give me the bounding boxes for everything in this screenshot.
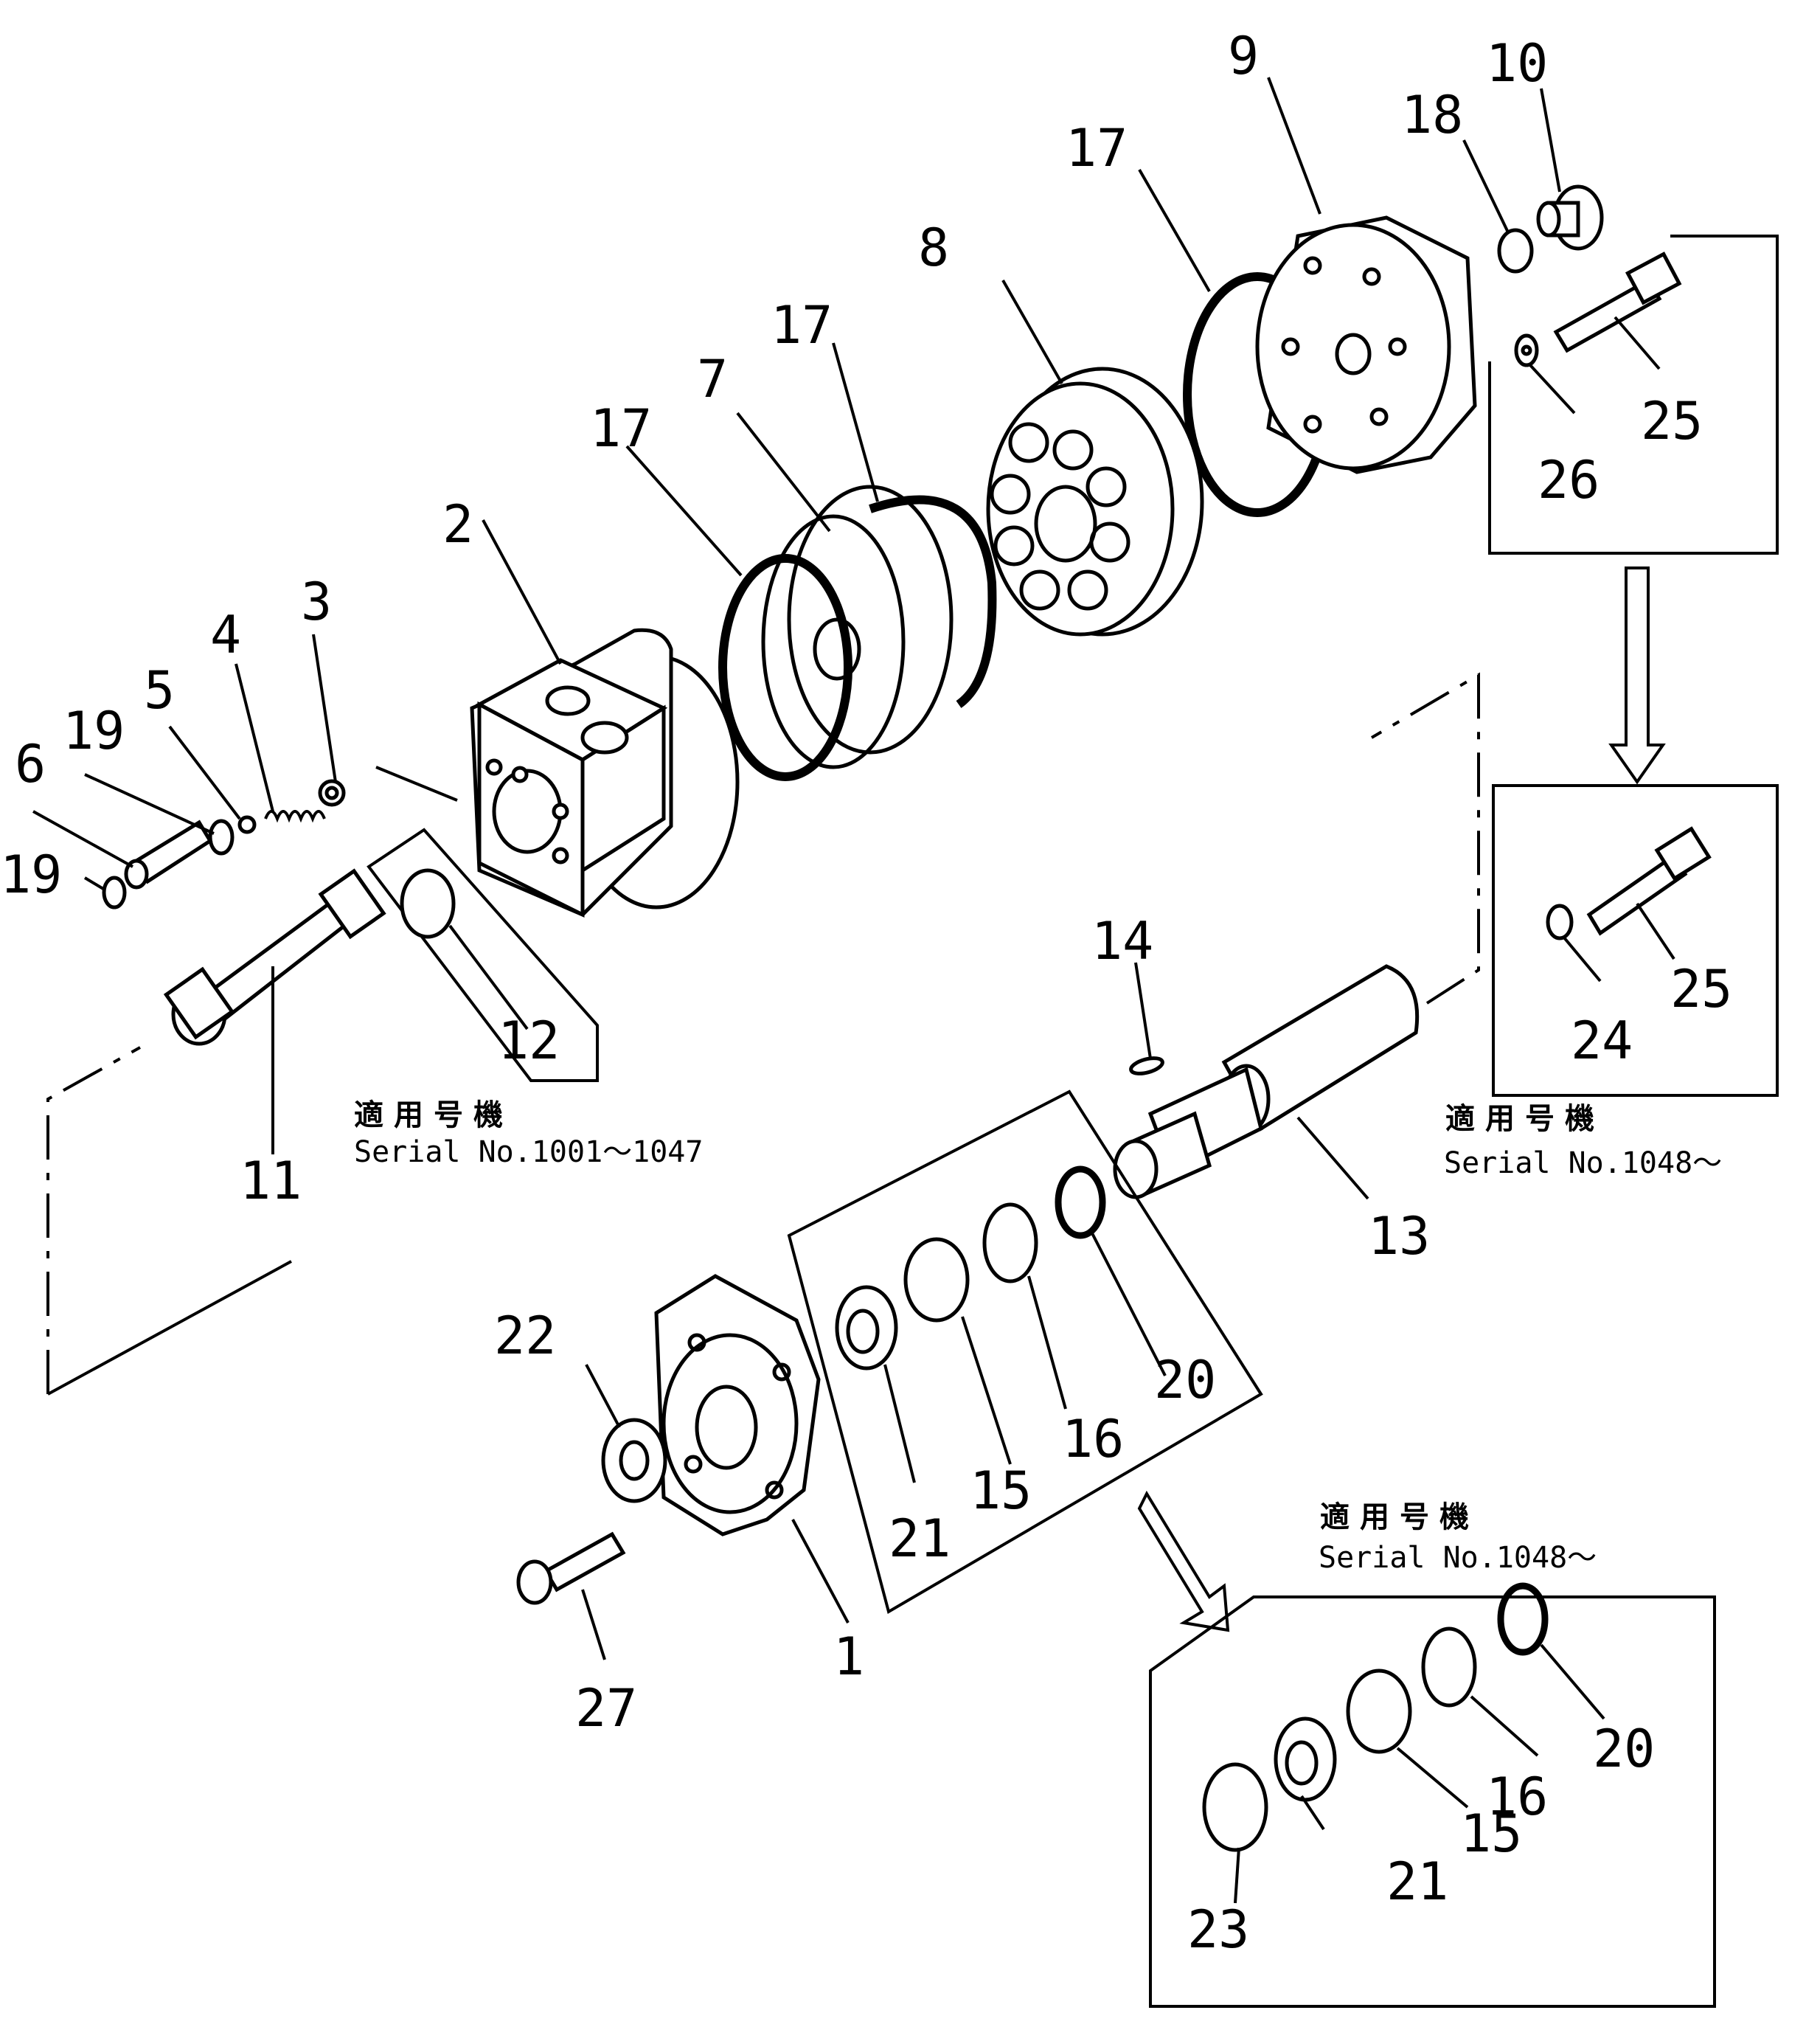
callout-19-b: 19	[0, 845, 62, 905]
note2-serial: Serial No.1048〜	[1444, 1146, 1722, 1180]
part-21-bearing-a	[835, 1285, 898, 1371]
callout-10: 10	[1486, 33, 1548, 94]
part-16-ring-a	[982, 1202, 1038, 1283]
dash-line-left-b	[47, 1260, 292, 1396]
callout-20-b: 20	[1593, 1719, 1655, 1779]
callout-23: 23	[1187, 1899, 1249, 1960]
part-17-oring-b	[869, 495, 997, 708]
callout-15-b: 15	[1460, 1803, 1522, 1864]
callout-9: 9	[1228, 26, 1259, 86]
part-13-motor-shaft	[1113, 964, 1420, 1199]
part-5-ball	[237, 815, 257, 834]
part-21-bearing-b	[1274, 1716, 1337, 1802]
part-4-spring	[264, 810, 326, 823]
callout-26: 26	[1538, 450, 1600, 510]
bearing-box-1	[787, 1089, 1263, 1615]
callout-17-b: 17	[771, 295, 833, 356]
callout-16-b: 16	[1486, 1767, 1548, 1827]
part-26-washer	[1514, 333, 1539, 367]
bolt-box-1	[1488, 235, 1779, 555]
arrow-down-2	[1137, 1490, 1230, 1632]
callout-13: 13	[1368, 1206, 1430, 1267]
callout-1: 1	[833, 1626, 864, 1687]
part-11-drive-shaft	[163, 868, 386, 1046]
leader-lines	[32, 77, 1675, 1904]
part-3-ball	[318, 779, 346, 807]
part-23-ring	[1202, 1762, 1268, 1852]
callout-labels: 1 2 3 4 5 6 7 8 9 10 11 12 13 14 15 16 1…	[0, 26, 1732, 1960]
part-10-plug	[1536, 184, 1604, 251]
note3-jp: 適用号機	[1320, 1500, 1479, 1534]
bearing-box-2	[1149, 1595, 1716, 2008]
callout-25-a: 25	[1641, 391, 1703, 451]
part-18-oring	[1497, 228, 1534, 274]
callout-27: 27	[575, 1678, 637, 1739]
callout-4: 4	[210, 605, 241, 665]
callout-12: 12	[498, 1011, 560, 1071]
callout-5: 5	[144, 660, 175, 721]
callout-20-a: 20	[1154, 1350, 1216, 1410]
part-6-plug	[124, 820, 213, 890]
part-17-oring-a	[718, 554, 852, 781]
part-15-sleeve-b	[1346, 1669, 1412, 1754]
part-2-housing	[470, 628, 740, 918]
part-7-spacer	[761, 485, 954, 769]
callout-8: 8	[918, 218, 949, 278]
note-serial-1048-b: 適用号機 Serial No.1048〜	[1319, 1500, 1597, 1575]
callout-15: 15	[970, 1461, 1032, 1521]
part-20-oring-b	[1497, 1582, 1549, 1656]
note1-jp: 適用号機	[354, 1098, 513, 1132]
callout-6: 6	[15, 734, 46, 794]
callout-22: 22	[494, 1306, 556, 1366]
note-serial-1001-1047: 適用号機 Serial No.1001〜1047	[354, 1098, 703, 1169]
part-22-seal	[601, 1418, 667, 1503]
part-14-key	[1129, 1056, 1164, 1075]
part-19-oring-b	[102, 876, 127, 909]
callout-2: 2	[442, 494, 473, 555]
part-25-bolt-a	[1553, 252, 1682, 353]
note-serial-1048-a: 適用号機 Serial No.1048〜	[1444, 1102, 1722, 1180]
callout-19-a: 19	[63, 701, 125, 761]
note3-serial: Serial No.1048〜	[1319, 1541, 1597, 1575]
callout-25-b: 25	[1670, 959, 1732, 1019]
callout-11: 11	[240, 1151, 302, 1211]
part-16-ring-b	[1421, 1626, 1477, 1708]
callout-16: 16	[1062, 1409, 1124, 1469]
note2-jp: 適用号機	[1445, 1102, 1605, 1136]
part-8-rotor-set	[986, 367, 1204, 637]
part-9-end-cover	[1255, 215, 1477, 474]
part-20-oring-a	[1055, 1165, 1106, 1239]
callout-18: 18	[1401, 85, 1463, 145]
callout-17-c: 17	[1066, 118, 1128, 179]
callout-3: 3	[301, 572, 332, 632]
part-12-box	[367, 828, 599, 1082]
bolt-box-2	[1492, 784, 1779, 1097]
note1-serial: Serial No.1001〜1047	[354, 1135, 703, 1169]
part-25-bolt-b	[1586, 826, 1712, 936]
dash-line-left	[46, 1046, 141, 1394]
callout-17-a: 17	[590, 398, 652, 459]
leader-3-housing	[375, 766, 458, 802]
part-19-oring-a	[208, 819, 235, 856]
part-24-washer	[1546, 904, 1574, 940]
dash-line-right	[1370, 672, 1480, 1005]
arrow-down-1	[1608, 566, 1666, 785]
callout-14: 14	[1091, 911, 1153, 971]
callout-21-b: 21	[1386, 1851, 1448, 1912]
part-1-flange	[654, 1274, 821, 1536]
part-15-sleeve-a	[903, 1237, 970, 1323]
part-12-plug	[400, 868, 456, 939]
callout-24: 24	[1571, 1011, 1633, 1071]
callout-7: 7	[697, 349, 728, 409]
part-27-bolt	[516, 1531, 626, 1605]
callout-21-a: 21	[889, 1508, 951, 1569]
